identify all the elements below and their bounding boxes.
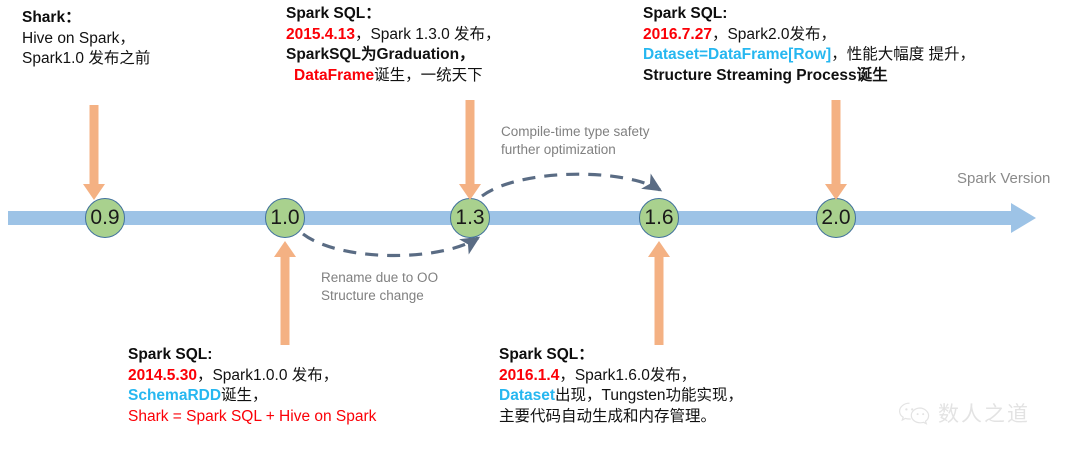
wechat-icon — [898, 402, 930, 425]
note-spark-1-6-date: 2016.1.4 — [499, 366, 560, 384]
arrow-head-icon — [274, 241, 296, 257]
caption-compile-time-line2: further optimization — [501, 142, 616, 158]
timeline-axis-arrowhead — [1011, 203, 1036, 233]
arrow-head-icon — [83, 184, 105, 200]
note-spark-2-0-line2-rest: ，Spark2.0发布， — [711, 25, 837, 43]
note-spark-2-0-dataset: Dataset=DataFrame[Row] — [643, 46, 832, 64]
arrow-shaft — [89, 105, 99, 185]
note-spark-1-3-line2-rest: ，Spark 1.3.0 发布， — [354, 25, 501, 43]
note-spark-1-3-line3: SparkSQL为Graduation， — [286, 46, 475, 64]
arrow-shaft — [280, 256, 290, 345]
wechat-dot — [922, 412, 925, 415]
caption-rename-due-to-oo: Rename due to OO Structure change — [321, 269, 438, 305]
arrow-spark-2-0-note-to-node — [825, 100, 847, 200]
axis-label-spark-version: Spark Version — [957, 170, 1051, 187]
arrow-shaft — [465, 100, 475, 185]
note-shark-line1: Hive on Spark， — [22, 29, 135, 47]
dashed-curve-rename — [302, 232, 481, 258]
timeline-node-2-0[interactable]: 2.0 — [816, 198, 856, 238]
note-spark-1-0-schemardd: SchemaRDD — [128, 387, 222, 405]
note-spark-2-0-date: 2016.7.27 — [643, 25, 712, 43]
timeline-node-1-6[interactable]: 1.6 — [639, 198, 679, 238]
note-spark-1-0: Spark SQL: 2014.5.30，Spark1.0.0 发布， Sche… — [128, 345, 376, 427]
arrow-head-icon — [825, 184, 847, 200]
note-spark-1-3-line4-rest: 诞生，一统天下 — [374, 66, 483, 84]
note-spark-1-3-heading: Spark SQL： — [286, 5, 381, 22]
note-spark-1-6-line3-rest: 出现，Tungsten功能实现， — [555, 387, 744, 405]
note-spark-2-0: Spark SQL: 2016.7.27，Spark2.0发布， Dataset… — [643, 4, 975, 86]
note-shark-heading: Shark： — [22, 9, 81, 26]
caption-rename-line1: Rename due to OO — [321, 270, 439, 285]
arrow-spark-1-0-note-to-node — [274, 241, 296, 345]
note-spark-1-0-line3-rest: 诞生， — [221, 387, 268, 405]
note-spark-2-0-heading: Spark SQL: — [643, 5, 728, 22]
timeline-node-1-0[interactable]: 1.0 — [265, 198, 305, 238]
note-shark-line2: Spark1.0 发布之前 — [22, 50, 151, 68]
arrow-shaft — [654, 256, 664, 345]
note-spark-1-6-dataset: Dataset — [499, 387, 555, 405]
caption-compile-time-type-safety: Compile-time type safety further optimiz… — [501, 123, 650, 159]
note-spark-1-6-line2-rest: ，Spark1.6.0发布， — [559, 366, 697, 384]
note-spark-1-6: Spark SQL： 2016.1.4，Spark1.6.0发布， Datase… — [499, 345, 743, 427]
timeline-node-0-9[interactable]: 0.9 — [85, 198, 125, 238]
note-spark-1-0-line2-rest: ，Spark1.0.0 发布， — [196, 366, 339, 384]
note-spark-1-0-line4: Shark = Spark SQL + Hive on Spark — [128, 407, 377, 425]
caption-rename-line2: Structure change — [321, 288, 424, 304]
arrow-spark-1-3-note-to-node — [459, 100, 481, 200]
caption-compile-time-line1: Compile-time type safety — [501, 124, 650, 139]
dashed-curve-compile-time — [481, 172, 663, 198]
arrow-head-icon — [648, 241, 670, 257]
timeline-axis-bar — [8, 211, 1013, 225]
note-spark-1-0-date: 2014.5.30 — [128, 366, 197, 384]
note-spark-1-6-heading: Spark SQL： — [499, 346, 594, 363]
arrow-shark-to-0-9 — [83, 105, 105, 200]
note-spark-1-6-line4: 主要代码自动生成和内存管理。 — [499, 407, 717, 425]
timeline-node-1-3[interactable]: 1.3 — [450, 198, 490, 238]
note-spark-1-0-heading: Spark SQL: — [128, 346, 213, 363]
note-spark-1-3-dataframe: DataFrame — [294, 66, 375, 84]
note-spark-1-3-date: 2015.4.13 — [286, 25, 355, 43]
note-shark: Shark： Hive on Spark， Spark1.0 发布之前 — [22, 8, 150, 70]
arrow-head-icon — [459, 184, 481, 200]
wechat-dot — [916, 412, 919, 415]
note-spark-2-0-line3-rest: ，性能大幅度 提升， — [831, 46, 976, 64]
watermark-text: 数人之道 — [938, 402, 1030, 426]
arrow-shaft — [831, 100, 841, 185]
watermark: 数人之道 — [898, 398, 1030, 428]
note-spark-1-3: Spark SQL： 2015.4.13，Spark 1.3.0 发布， Spa… — [286, 4, 501, 86]
wechat-dot — [905, 407, 908, 411]
arrow-spark-1-6-note-to-node — [648, 241, 670, 345]
wechat-dot — [911, 407, 914, 411]
note-spark-2-0-line4: Structure Streaming Process诞生 — [643, 66, 888, 84]
